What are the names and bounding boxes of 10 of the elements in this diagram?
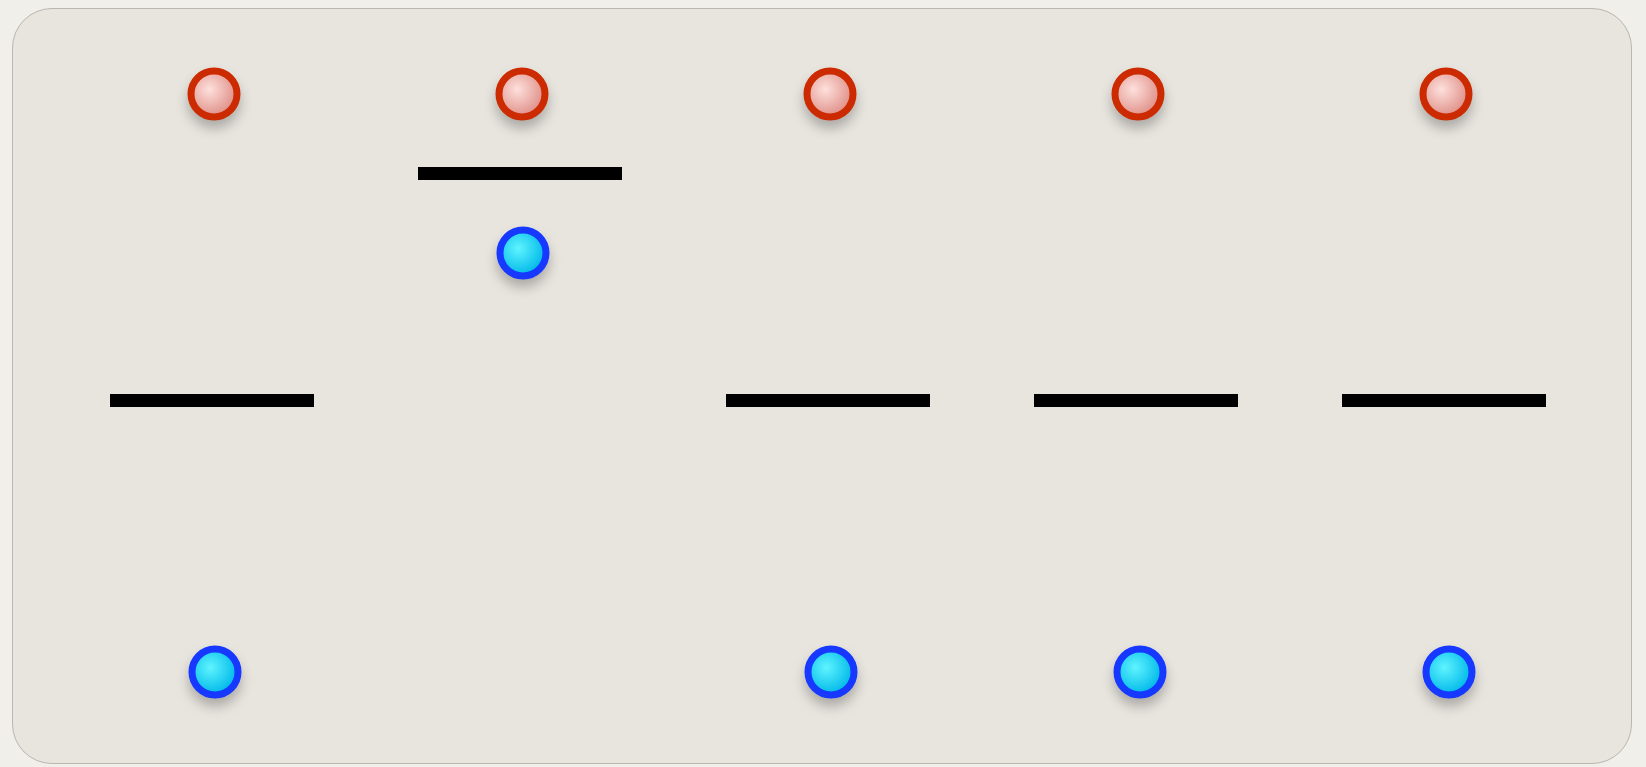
dot	[1419, 67, 1473, 121]
dot	[495, 67, 549, 121]
dot	[804, 645, 858, 699]
dot	[188, 645, 242, 699]
dot	[187, 67, 241, 121]
dot	[803, 67, 857, 121]
dot	[1111, 67, 1165, 121]
dot	[1422, 645, 1476, 699]
dot	[496, 226, 550, 280]
dot	[1113, 645, 1167, 699]
